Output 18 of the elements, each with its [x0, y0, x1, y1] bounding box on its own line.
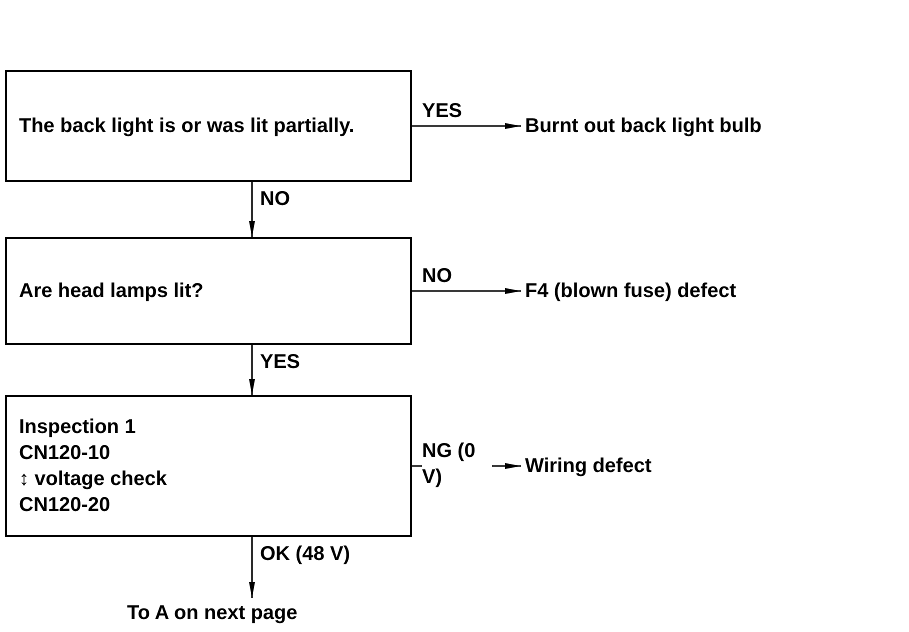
outcome-text: F4 (blown fuse) defect: [525, 275, 885, 307]
outcome-text: Wiring defect: [525, 450, 775, 482]
process-box: [5, 70, 412, 182]
box-text: CN120-10: [19, 441, 112, 466]
arrow: [412, 123, 521, 129]
box-text: Inspection 1: [19, 415, 137, 440]
outcome-text: Burnt out back light bulb: [525, 110, 885, 142]
box-text: Are head lamps lit?: [19, 279, 204, 304]
arrow: [249, 537, 255, 598]
box-text: The back light is or was lit partially.: [19, 114, 356, 139]
process-box: [5, 237, 412, 345]
outcome-text: To A on next page: [127, 598, 377, 628]
process-box: [5, 395, 412, 537]
arrow: [249, 182, 255, 237]
box-text: CN120-20: [19, 493, 112, 518]
arrow: [249, 345, 255, 395]
arrow: [412, 288, 521, 294]
box-text: ↕ voltage check: [19, 467, 168, 492]
